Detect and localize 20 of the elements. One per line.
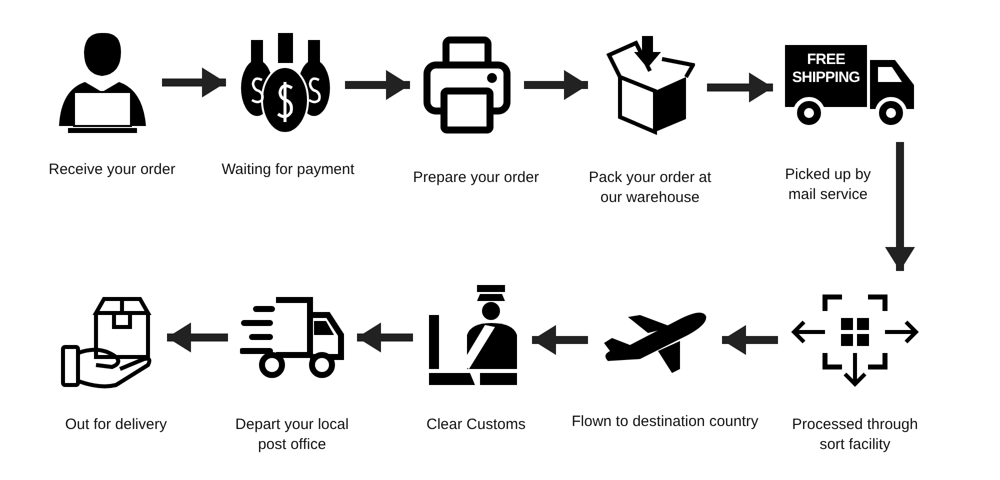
- step-caption: Waiting for payment: [220, 160, 356, 180]
- arrow: [167, 322, 228, 352]
- step-caption: Prepare your order: [412, 168, 540, 188]
- step-caption: Out for delivery: [64, 415, 168, 435]
- sign-text: FREE SHIPPING: [791, 51, 861, 87]
- arrow: [885, 142, 915, 271]
- arrow: [532, 325, 588, 355]
- step-caption: Processed through sort facility: [791, 415, 919, 455]
- step-caption: Flown to destination country: [570, 412, 760, 432]
- step-caption: Picked up by mail service: [784, 165, 872, 205]
- step-caption: Receive your order: [48, 160, 176, 180]
- arrow: [345, 70, 410, 100]
- arrow: [357, 322, 413, 352]
- step-caption: Pack your order at our warehouse: [588, 168, 712, 208]
- arrow: [524, 70, 588, 100]
- arrow: [162, 68, 226, 98]
- arrow: [707, 72, 773, 102]
- arrow: [722, 325, 778, 355]
- step-caption: Clear Customs: [425, 415, 527, 435]
- step-caption: Depart your local post office: [234, 415, 350, 455]
